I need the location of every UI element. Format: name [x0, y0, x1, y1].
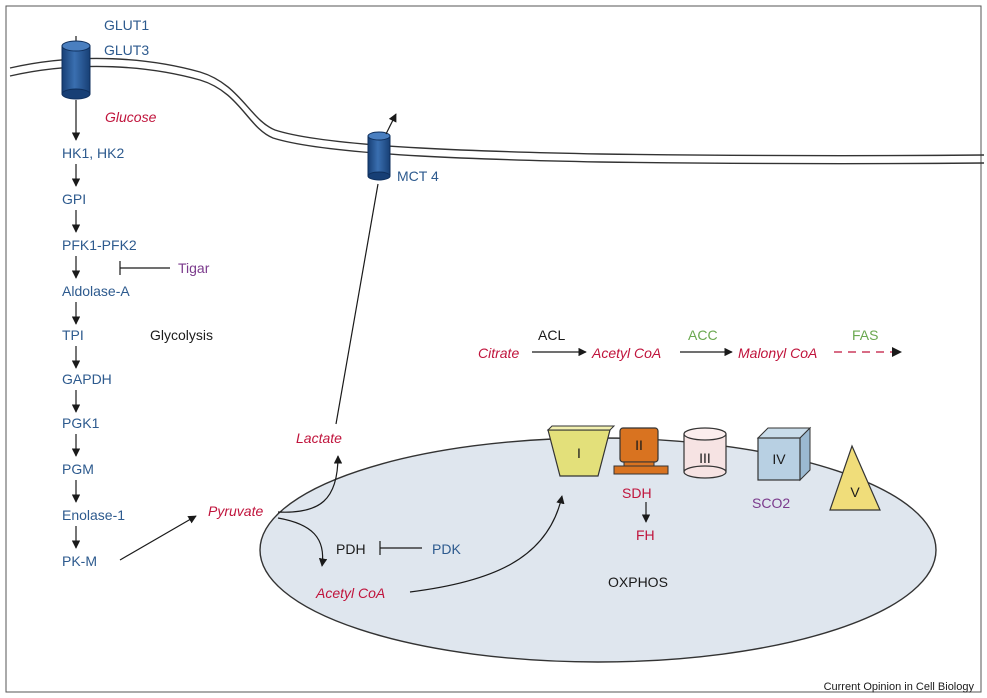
- acetyl-coa-cyto-label: Acetyl CoA: [591, 345, 661, 361]
- figure-credit: Current Opinion in Cell Biology: [824, 681, 975, 693]
- pdh-label: PDH: [336, 541, 366, 557]
- glycolysis-enzyme-list: HK1, HK2 GPI PFK1-PFK2 Aldolase-A TPI GA…: [62, 145, 137, 569]
- pdk-label: PDK: [432, 541, 461, 557]
- complex-v-label: V: [850, 484, 860, 500]
- enzyme-hk: HK1, HK2: [62, 145, 124, 161]
- fh-label: FH: [636, 527, 655, 543]
- mct4-transporter-icon: [367, 131, 391, 181]
- glut-transporter-icon: [61, 36, 91, 100]
- complex-i-icon: [546, 425, 616, 477]
- glut3-label: GLUT3: [104, 42, 149, 58]
- complex-iv-label: IV: [772, 451, 786, 467]
- pdk-inhibition-icon: [379, 541, 422, 555]
- sco2-label: SCO2: [752, 495, 790, 511]
- citrate-label: Citrate: [478, 345, 519, 361]
- enzyme-pgk1: PGK1: [62, 415, 100, 431]
- pkm-to-pyruvate-arrow: [119, 515, 197, 561]
- enzyme-aldolase: Aldolase-A: [62, 283, 130, 299]
- complex-iv-icon: [756, 426, 812, 482]
- lactate-to-mct4-line: [335, 183, 379, 425]
- acc-label: ACC: [688, 327, 718, 343]
- fas-label: FAS: [852, 327, 878, 343]
- oxphos-label: OXPHOS: [608, 574, 668, 590]
- lactate-label: Lactate: [296, 430, 342, 446]
- mct4-label: MCT 4: [397, 168, 439, 184]
- enzyme-pgm: PGM: [62, 461, 94, 477]
- pyruvate-to-acetylcoa-arrow: [277, 517, 328, 567]
- enzyme-enolase: Enolase-1: [62, 507, 125, 523]
- figure-border: [5, 5, 982, 693]
- sdh-label: SDH: [622, 485, 652, 501]
- fas-arrowhead-icon: [892, 347, 902, 357]
- acl-label: ACL: [538, 327, 565, 343]
- enzyme-pfk: PFK1-PFK2: [62, 237, 137, 253]
- glucose-label: Glucose: [105, 109, 157, 125]
- glut1-label: GLUT1: [104, 17, 149, 33]
- enzyme-gpi: GPI: [62, 191, 86, 207]
- pyruvate-label: Pyruvate: [208, 503, 263, 519]
- pyruvate-to-lactate-arrow: [277, 455, 343, 513]
- enzyme-tpi: TPI: [62, 327, 84, 343]
- acetylcoa-to-complex-arrow: [409, 495, 565, 593]
- malonyl-coa-label: Malonyl CoA: [738, 345, 817, 361]
- lactate-export-arrow: [385, 113, 397, 135]
- complex-v-icon: [829, 444, 881, 511]
- glycolysis-label: Glycolysis: [150, 327, 213, 343]
- tigar-label: Tigar: [178, 260, 210, 276]
- complex-iii-icon: [683, 427, 727, 479]
- complex-i-label: I: [577, 445, 581, 461]
- acetyl-coa-mito-label: Acetyl CoA: [315, 585, 385, 601]
- plasma-membrane: [9, 57, 985, 165]
- enzyme-pkm: PK-M: [62, 553, 97, 569]
- complex-ii-label: II: [635, 437, 643, 453]
- enzyme-gapdh: GAPDH: [62, 371, 112, 387]
- tigar-inhibition-icon: [119, 261, 170, 275]
- complex-ii-icon: [613, 427, 669, 475]
- complex-iii-label: III: [699, 450, 711, 466]
